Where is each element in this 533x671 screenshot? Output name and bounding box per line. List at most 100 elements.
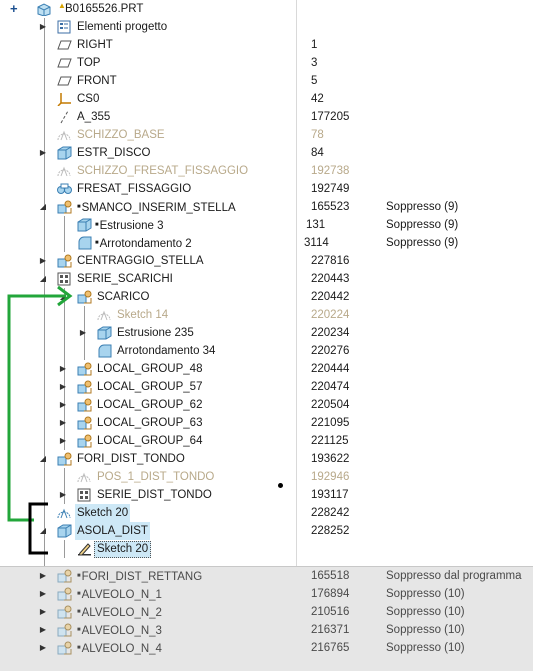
row-label: ■SMANCO_INSERIM_STELLA — [77, 202, 236, 214]
tree-row[interactable]: ◢ ASOLA_DIST 228252 — [0, 522, 533, 540]
collapse-arrow-icon[interactable]: ◢ — [39, 202, 47, 211]
tree-row[interactable]: ▶ LOCAL_GROUP_48 220444 — [0, 360, 533, 378]
column-divider — [296, 0, 297, 566]
feature-id: 84 — [311, 147, 324, 159]
tree-row[interactable]: ▶ Elementi progetto — [0, 18, 533, 36]
expand-arrow-icon[interactable]: ▶ — [39, 643, 47, 652]
tree-row[interactable]: RIGHT 1 — [0, 36, 533, 54]
pattern-icon — [57, 272, 72, 286]
feature-id: 165518 — [311, 570, 350, 582]
feature-id: 165523 — [311, 201, 350, 213]
tree-row[interactable]: Sketch 20 — [0, 540, 533, 558]
root-label: B0165526.PRT — [65, 3, 144, 15]
tree-row[interactable]: ■Estrusione 3 131 Soppresso (9) — [0, 216, 533, 234]
tree-row[interactable]: ◢ ■SMANCO_INSERIM_STELLA 165523 Soppress… — [0, 198, 533, 216]
expand-arrow-icon[interactable]: ▶ — [39, 256, 47, 265]
tree-line — [64, 540, 65, 558]
group-icon — [77, 290, 92, 304]
tree-row[interactable]: ▶ LOCAL_GROUP_63 221095 — [0, 414, 533, 432]
feature-id: 3114 — [304, 237, 329, 249]
tree-row[interactable]: SCHIZZO_BASE 78 — [0, 126, 533, 144]
expand-arrow-icon[interactable]: ▶ — [39, 148, 47, 157]
tree-row[interactable]: TOP 3 — [0, 54, 533, 72]
plus-icon[interactable]: + — [10, 1, 18, 16]
group-icon — [57, 200, 72, 214]
feature-id: 42 — [311, 93, 324, 105]
expand-arrow-icon[interactable]: ▶ — [39, 571, 47, 580]
design-items-icon — [57, 20, 72, 34]
expand-arrow-icon[interactable]: ▶ — [39, 607, 47, 616]
row-label: Estrusione 235 — [117, 327, 194, 339]
tree-row[interactable]: Arrotondamento 34 220276 — [0, 342, 533, 360]
expand-arrow-icon[interactable]: ▶ — [59, 436, 67, 445]
feature-id: 1 — [311, 39, 318, 51]
status-text: Soppresso (9) — [386, 219, 459, 231]
row-label: ASOLA_DIST — [75, 522, 150, 540]
collapse-arrow-icon[interactable]: ◢ — [59, 292, 67, 301]
tree-row[interactable]: Sketch 14 220224 — [0, 306, 533, 324]
row-label: POS_1_DIST_TONDO — [97, 471, 215, 483]
collapse-arrow-icon[interactable]: ◢ — [39, 274, 47, 283]
expand-arrow-icon[interactable]: ▶ — [59, 400, 67, 409]
tree-row[interactable]: ▶ LOCAL_GROUP_62 220504 — [0, 396, 533, 414]
status-text: Soppresso (9) — [386, 201, 459, 213]
datum-plane-icon — [57, 74, 72, 88]
tree-row[interactable]: Sketch 20 228242 — [0, 504, 533, 522]
expand-arrow-icon[interactable]: ▶ — [39, 589, 47, 598]
tree-row[interactable]: ▶ ■ALVEOLO_N_2 210516 Soppresso (10) — [0, 603, 533, 621]
expand-arrow-icon[interactable]: ▶ — [59, 418, 67, 427]
tree-row[interactable]: ▶ LOCAL_GROUP_64 221125 — [0, 432, 533, 450]
sketch-icon — [97, 308, 112, 322]
extrude-icon — [97, 326, 112, 340]
tree-row[interactable]: ◢ SERIE_SCARICHI 220443 — [0, 270, 533, 288]
row-label: CENTRAGGIO_STELLA — [77, 255, 204, 267]
collapse-arrow-icon[interactable]: ◢ — [39, 454, 47, 463]
warning-icon: ▲ — [58, 1, 66, 10]
row-label: A_355 — [77, 111, 111, 123]
tree-row[interactable]: ▶ ■ALVEOLO_N_3 216371 Soppresso (10) — [0, 621, 533, 639]
tree-row[interactable]: ▶ ■ALVEOLO_N_1 176894 Soppresso (10) — [0, 585, 533, 603]
row-label: SCHIZZO_BASE — [77, 129, 165, 141]
collapse-arrow-icon[interactable]: ◢ — [39, 526, 47, 535]
tree-row[interactable]: ▶ ■FORI_DIST_RETTANG 165518 Soppresso da… — [0, 566, 533, 585]
tree-row[interactable]: FRESAT_FISSAGGIO 192749 — [0, 180, 533, 198]
expand-arrow-icon[interactable]: ▶ — [59, 382, 67, 391]
group-icon — [77, 398, 92, 412]
expand-arrow-icon[interactable]: ▶ — [79, 328, 87, 337]
tree-row[interactable]: ■Arrotondamento 2 3114 Soppresso (9) — [0, 234, 533, 252]
tree-row[interactable]: FRONT 5 — [0, 72, 533, 90]
tree-row[interactable]: POS_1_DIST_TONDO 192946 — [0, 468, 533, 486]
expand-arrow-icon[interactable]: ▶ — [39, 625, 47, 634]
tree-root-row[interactable]: + ▲ B0165526.PRT — [0, 0, 533, 18]
tree-row[interactable]: ◢ FORI_DIST_TONDO 193622 — [0, 450, 533, 468]
expand-arrow-icon[interactable]: ▶ — [59, 490, 67, 499]
expand-arrow-icon[interactable]: ▶ — [59, 364, 67, 373]
feature-id: 228252 — [311, 525, 350, 537]
group-icon — [57, 254, 72, 268]
tree-row[interactable]: SCHIZZO_FRESAT_FISSAGGIO 192738 — [0, 162, 533, 180]
status-text: Soppresso (10) — [386, 588, 465, 600]
group-icon — [77, 416, 92, 430]
tree-row[interactable]: ▶ Estrusione 235 220234 — [0, 324, 533, 342]
tree-row[interactable]: CS0 42 — [0, 90, 533, 108]
tree-row[interactable]: ◢ SCARICO 220442 — [0, 288, 533, 306]
row-label: ■ALVEOLO_N_4 — [77, 643, 162, 655]
row-label: SERIE_SCARICHI — [77, 273, 173, 285]
tree-row[interactable]: ▶ LOCAL_GROUP_57 220474 — [0, 378, 533, 396]
datum-axis-icon — [57, 110, 72, 124]
tree-line — [84, 306, 85, 360]
tree-row[interactable]: ▶ CENTRAGGIO_STELLA 227816 — [0, 252, 533, 270]
feature-id: 193622 — [311, 453, 350, 465]
part-icon — [36, 2, 51, 17]
row-label: Arrotondamento 34 — [117, 345, 216, 357]
sketch-icon — [57, 128, 72, 142]
tree-row[interactable]: A_355 177205 — [0, 108, 533, 126]
feature-id: 227816 — [311, 255, 350, 267]
row-label: SERIE_DIST_TONDO — [97, 489, 212, 501]
expand-arrow-icon[interactable]: ▶ — [39, 22, 47, 31]
row-label: LOCAL_GROUP_62 — [97, 399, 203, 411]
tree-row[interactable]: ▶ ■ALVEOLO_N_4 216765 Soppresso (10) — [0, 639, 533, 671]
tree-row[interactable]: ▶ ESTR_DISCO 84 — [0, 144, 533, 162]
tree-row[interactable]: ▶ SERIE_DIST_TONDO 193117 — [0, 486, 533, 504]
cut-feature-icon — [57, 182, 72, 196]
